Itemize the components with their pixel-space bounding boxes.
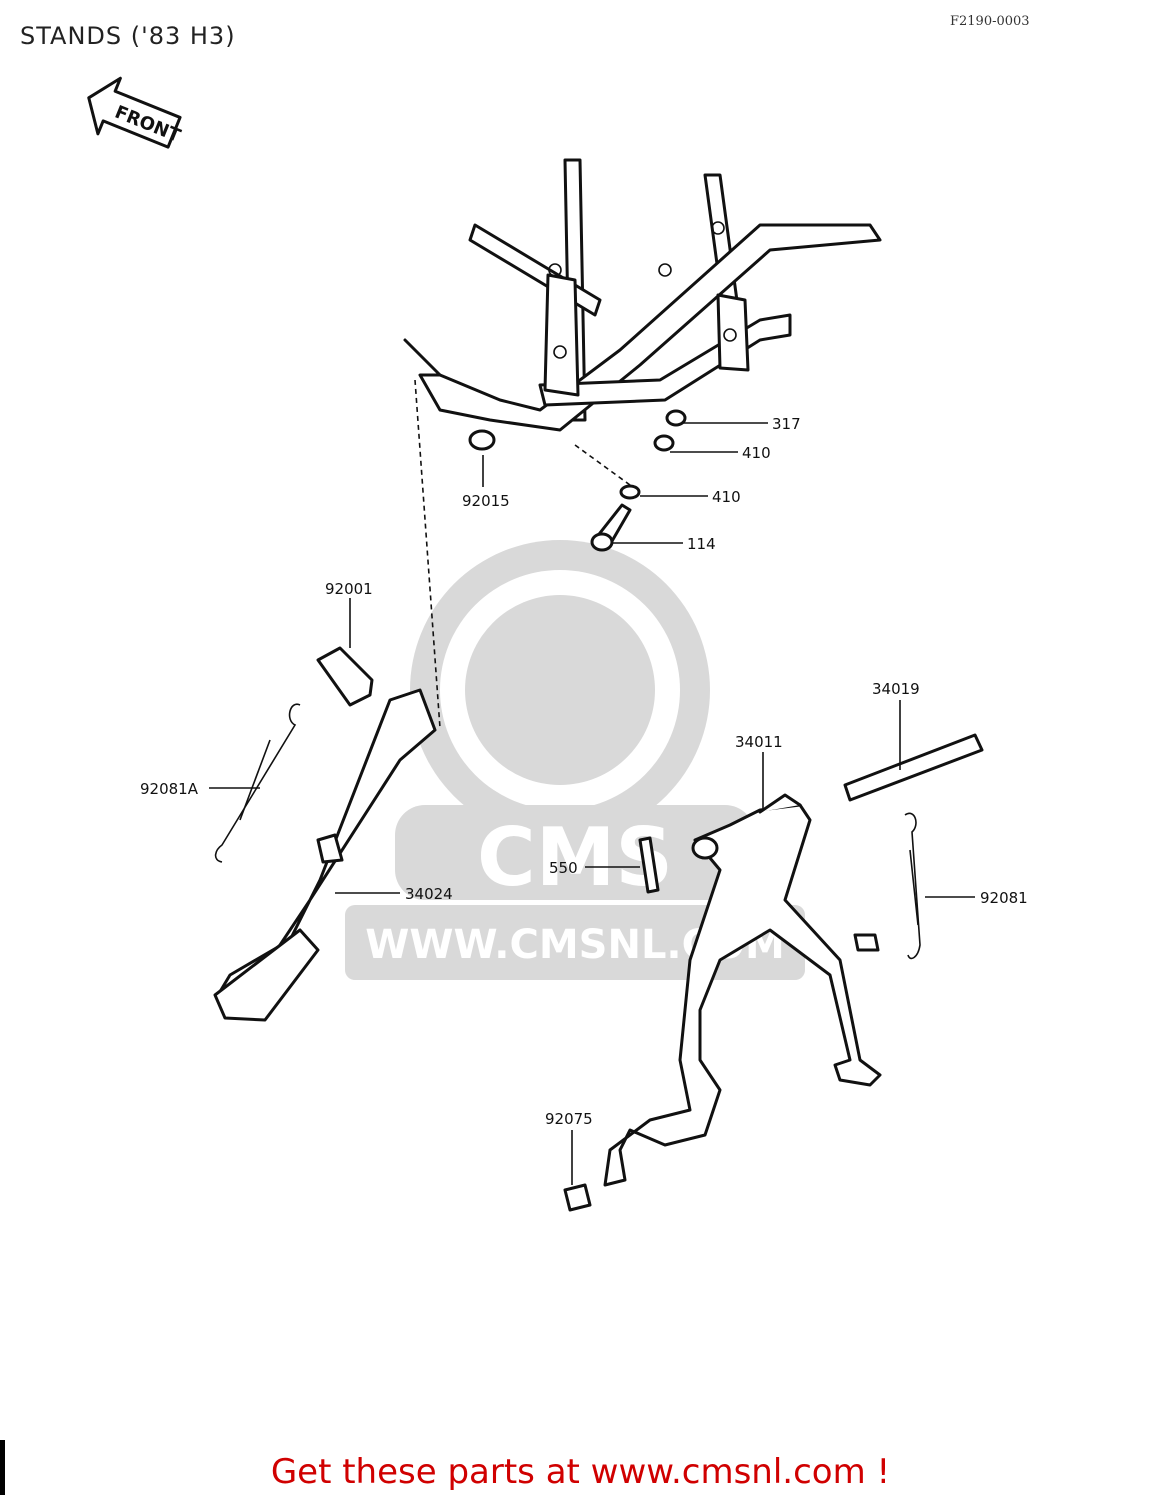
center-stand-drawing bbox=[563, 733, 984, 1212]
callout-410-lower: 410 bbox=[712, 488, 741, 506]
callout-92081A: 92081A bbox=[140, 780, 199, 798]
hardware-drawings bbox=[468, 409, 687, 552]
spring-92081A-drawing bbox=[214, 703, 301, 863]
reference-code: F2190-0003 bbox=[950, 14, 1030, 29]
callout-34024: 34024 bbox=[405, 885, 453, 903]
front-arrow-icon: FRONT bbox=[87, 76, 184, 149]
callout-550: 550 bbox=[549, 859, 578, 877]
spring-92081-drawing bbox=[904, 812, 921, 960]
callout-leaders bbox=[209, 422, 975, 1185]
edge-mark bbox=[0, 1440, 5, 1495]
page-title: STANDS ('83 H3) bbox=[20, 22, 236, 50]
callout-317: 317 bbox=[772, 415, 801, 433]
callout-34019: 34019 bbox=[872, 680, 920, 698]
callout-92075: 92075 bbox=[545, 1110, 593, 1128]
callout-410-upper: 410 bbox=[742, 444, 771, 462]
callout-92015: 92015 bbox=[462, 492, 510, 510]
footer-link[interactable]: Get these parts at www.cmsnl.com ! bbox=[270, 1452, 891, 1492]
callout-34011: 34011 bbox=[735, 733, 783, 751]
side-stand-drawing bbox=[213, 646, 437, 1022]
callout-114: 114 bbox=[687, 535, 716, 553]
callout-92081: 92081 bbox=[980, 889, 1028, 907]
watermark-brand: CMS bbox=[477, 811, 673, 904]
parts-diagram: CMS WWW.CMSNL.COM FRONT bbox=[87, 76, 1028, 1212]
callout-labels: 317 410 92015 410 114 92001 34019 34011 … bbox=[140, 415, 1028, 1128]
frame-drawing bbox=[403, 158, 882, 432]
callout-92001: 92001 bbox=[325, 580, 373, 598]
